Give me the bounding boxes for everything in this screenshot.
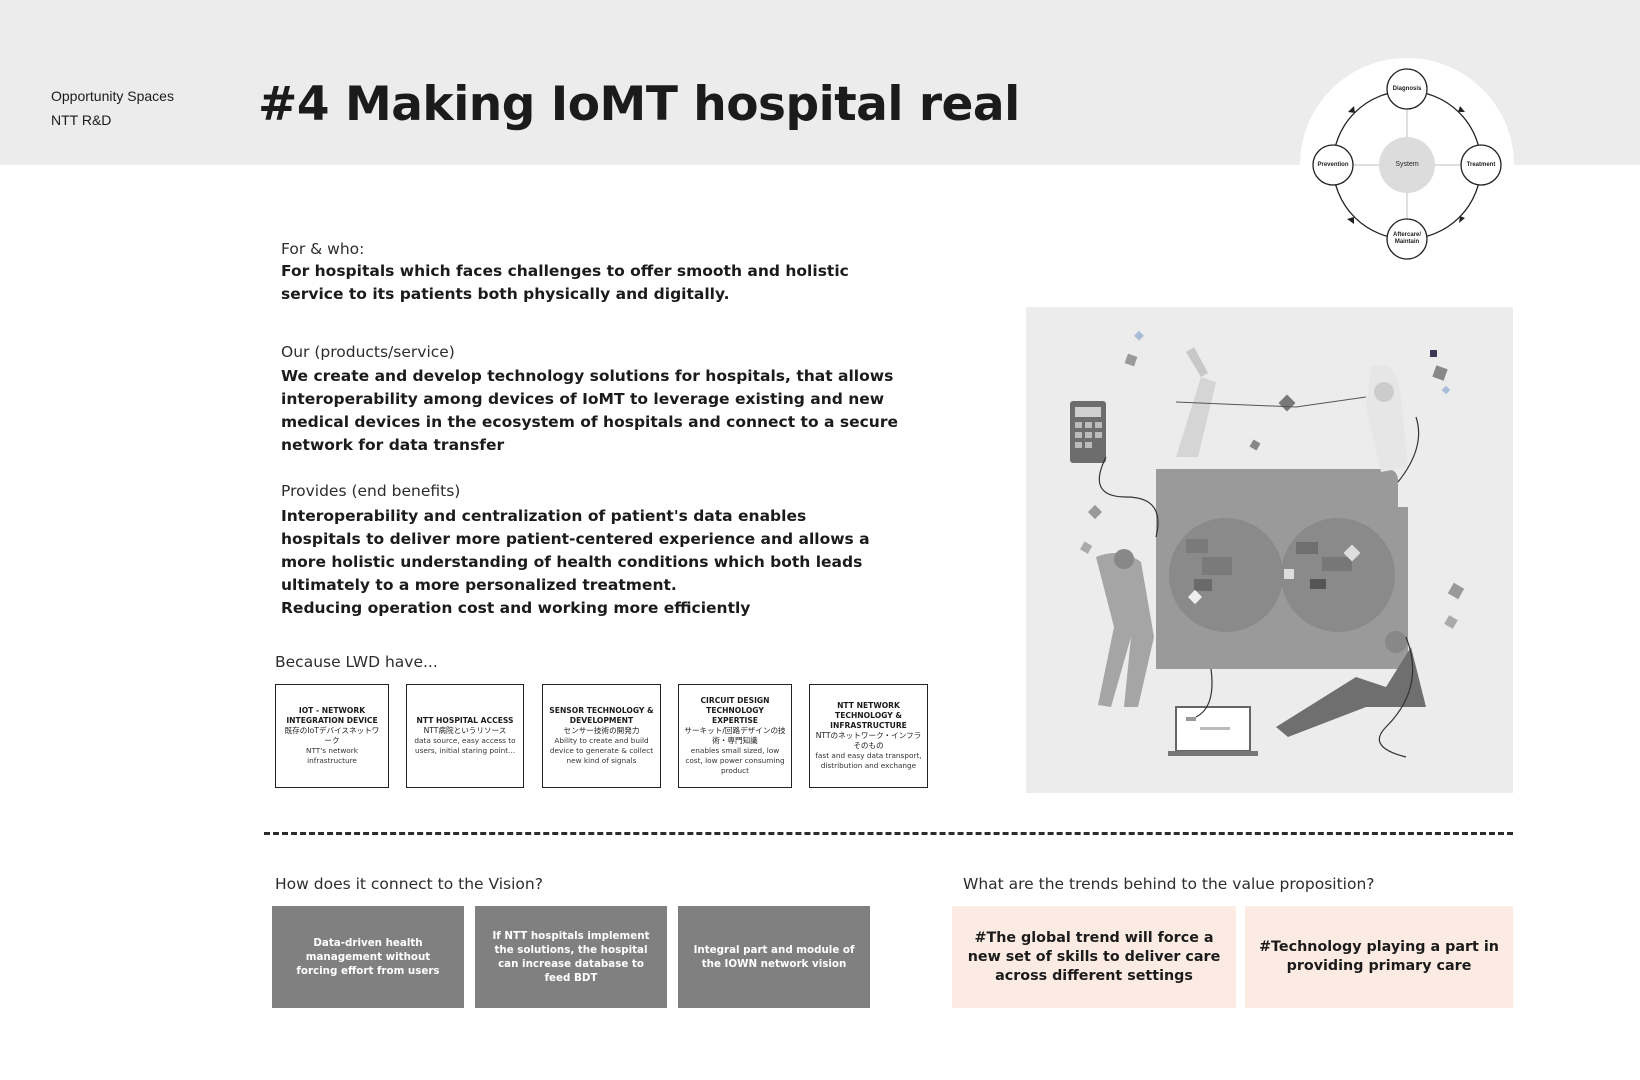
for-who-text: For hospitals which faces challenges to …: [281, 262, 849, 303]
capability-title: NTT HOSPITAL ACCESS: [416, 716, 514, 725]
org-line-1: Opportunity Spaces: [51, 88, 174, 104]
capability-card-sensor: SENSOR TECHNOLOGY & DEVELOPMENT センサー技術の開…: [542, 684, 661, 788]
capability-desc: data source, easy access to users, initi…: [414, 736, 516, 755]
capability-jp: サーキット/回路デザインの技術・専門知識: [684, 726, 786, 745]
capability-card-circuit: CIRCUIT DESIGN TECHNOLOGY EXPERTISE サーキッ…: [678, 684, 792, 788]
vision-card-2: If NTT hospitals implement the solutions…: [475, 906, 667, 1008]
org-line-2: NTT R&D: [51, 112, 112, 128]
cycle-node-prevention: Prevention: [1317, 162, 1349, 168]
capability-card-network: NTT NETWORK TECHNOLOGY & INFRASTRUCTURE …: [809, 684, 928, 788]
capability-desc: NTT's network infrastructure: [305, 746, 358, 765]
capability-card-hospital-access: NTT HOSPITAL ACCESS NTT病院というリソース data so…: [406, 684, 524, 788]
capability-jp: NTT病院というリソース: [423, 726, 507, 735]
vision-card-1: Data-driven health management without fo…: [272, 906, 464, 1008]
cycle-center-label: System: [1395, 161, 1419, 168]
page-title: #4 Making IoMT hospital real: [258, 77, 1020, 132]
capability-jp: センサー技術の開発力: [563, 726, 640, 735]
care-cycle-diagram: System Diagnosis Treatment Aftercare/ Ma…: [1300, 58, 1514, 272]
org-info: Opportunity Spaces NTT R&D: [51, 84, 174, 132]
trend-card-2: #Technology playing a part in providing …: [1245, 906, 1513, 1008]
cycle-node-treatment: Treatment: [1466, 162, 1496, 168]
capabilities-label: Because LWD have...: [275, 653, 438, 671]
cycle-node-aftercare: Aftercare/ Maintain: [1392, 232, 1421, 245]
for-who-label: For & who:: [281, 240, 365, 258]
trend-card-1: #The global trend will force a new set o…: [952, 906, 1236, 1008]
capability-desc: Ability to create and build device to ge…: [549, 736, 654, 765]
section-divider: [264, 832, 1513, 835]
capability-card-iot: IOT - NETWORK INTEGRATION DEVICE 既存のIoTデ…: [275, 684, 389, 788]
capability-jp: 既存のIoTデバイスネットワーク: [284, 726, 380, 745]
cycle-node-diagnosis: Diagnosis: [1392, 86, 1422, 92]
vision-card-3: Integral part and module of the IOWN net…: [678, 906, 870, 1008]
capability-title: SENSOR TECHNOLOGY & DEVELOPMENT: [549, 706, 654, 725]
capability-title: CIRCUIT DESIGN TECHNOLOGY EXPERTISE: [700, 696, 770, 725]
capability-title: NTT NETWORK TECHNOLOGY & INFRASTRUCTURE: [830, 701, 907, 730]
trends-label: What are the trends behind to the value …: [963, 875, 1375, 893]
capability-desc: enables small sized, low cost, low power…: [685, 746, 785, 775]
capability-title: IOT - NETWORK INTEGRATION DEVICE: [286, 706, 378, 725]
benefits-label: Provides (end benefits): [281, 482, 461, 500]
benefits-text: Interoperability and centralization of p…: [281, 507, 870, 617]
capability-desc: fast and easy data transport, distributi…: [815, 751, 922, 770]
offering-text: We create and develop technology solutio…: [281, 367, 898, 454]
capability-jp: NTTのネットワーク・インフラそのもの: [815, 731, 922, 750]
illustration-svg: [1070, 330, 1465, 758]
cycle-diagram-svg: [1312, 68, 1502, 260]
offering-label: Our (products/service): [281, 343, 455, 361]
hospital-collaboration-illustration: [1026, 307, 1513, 793]
vision-label: How does it connect to the Vision?: [275, 875, 543, 893]
